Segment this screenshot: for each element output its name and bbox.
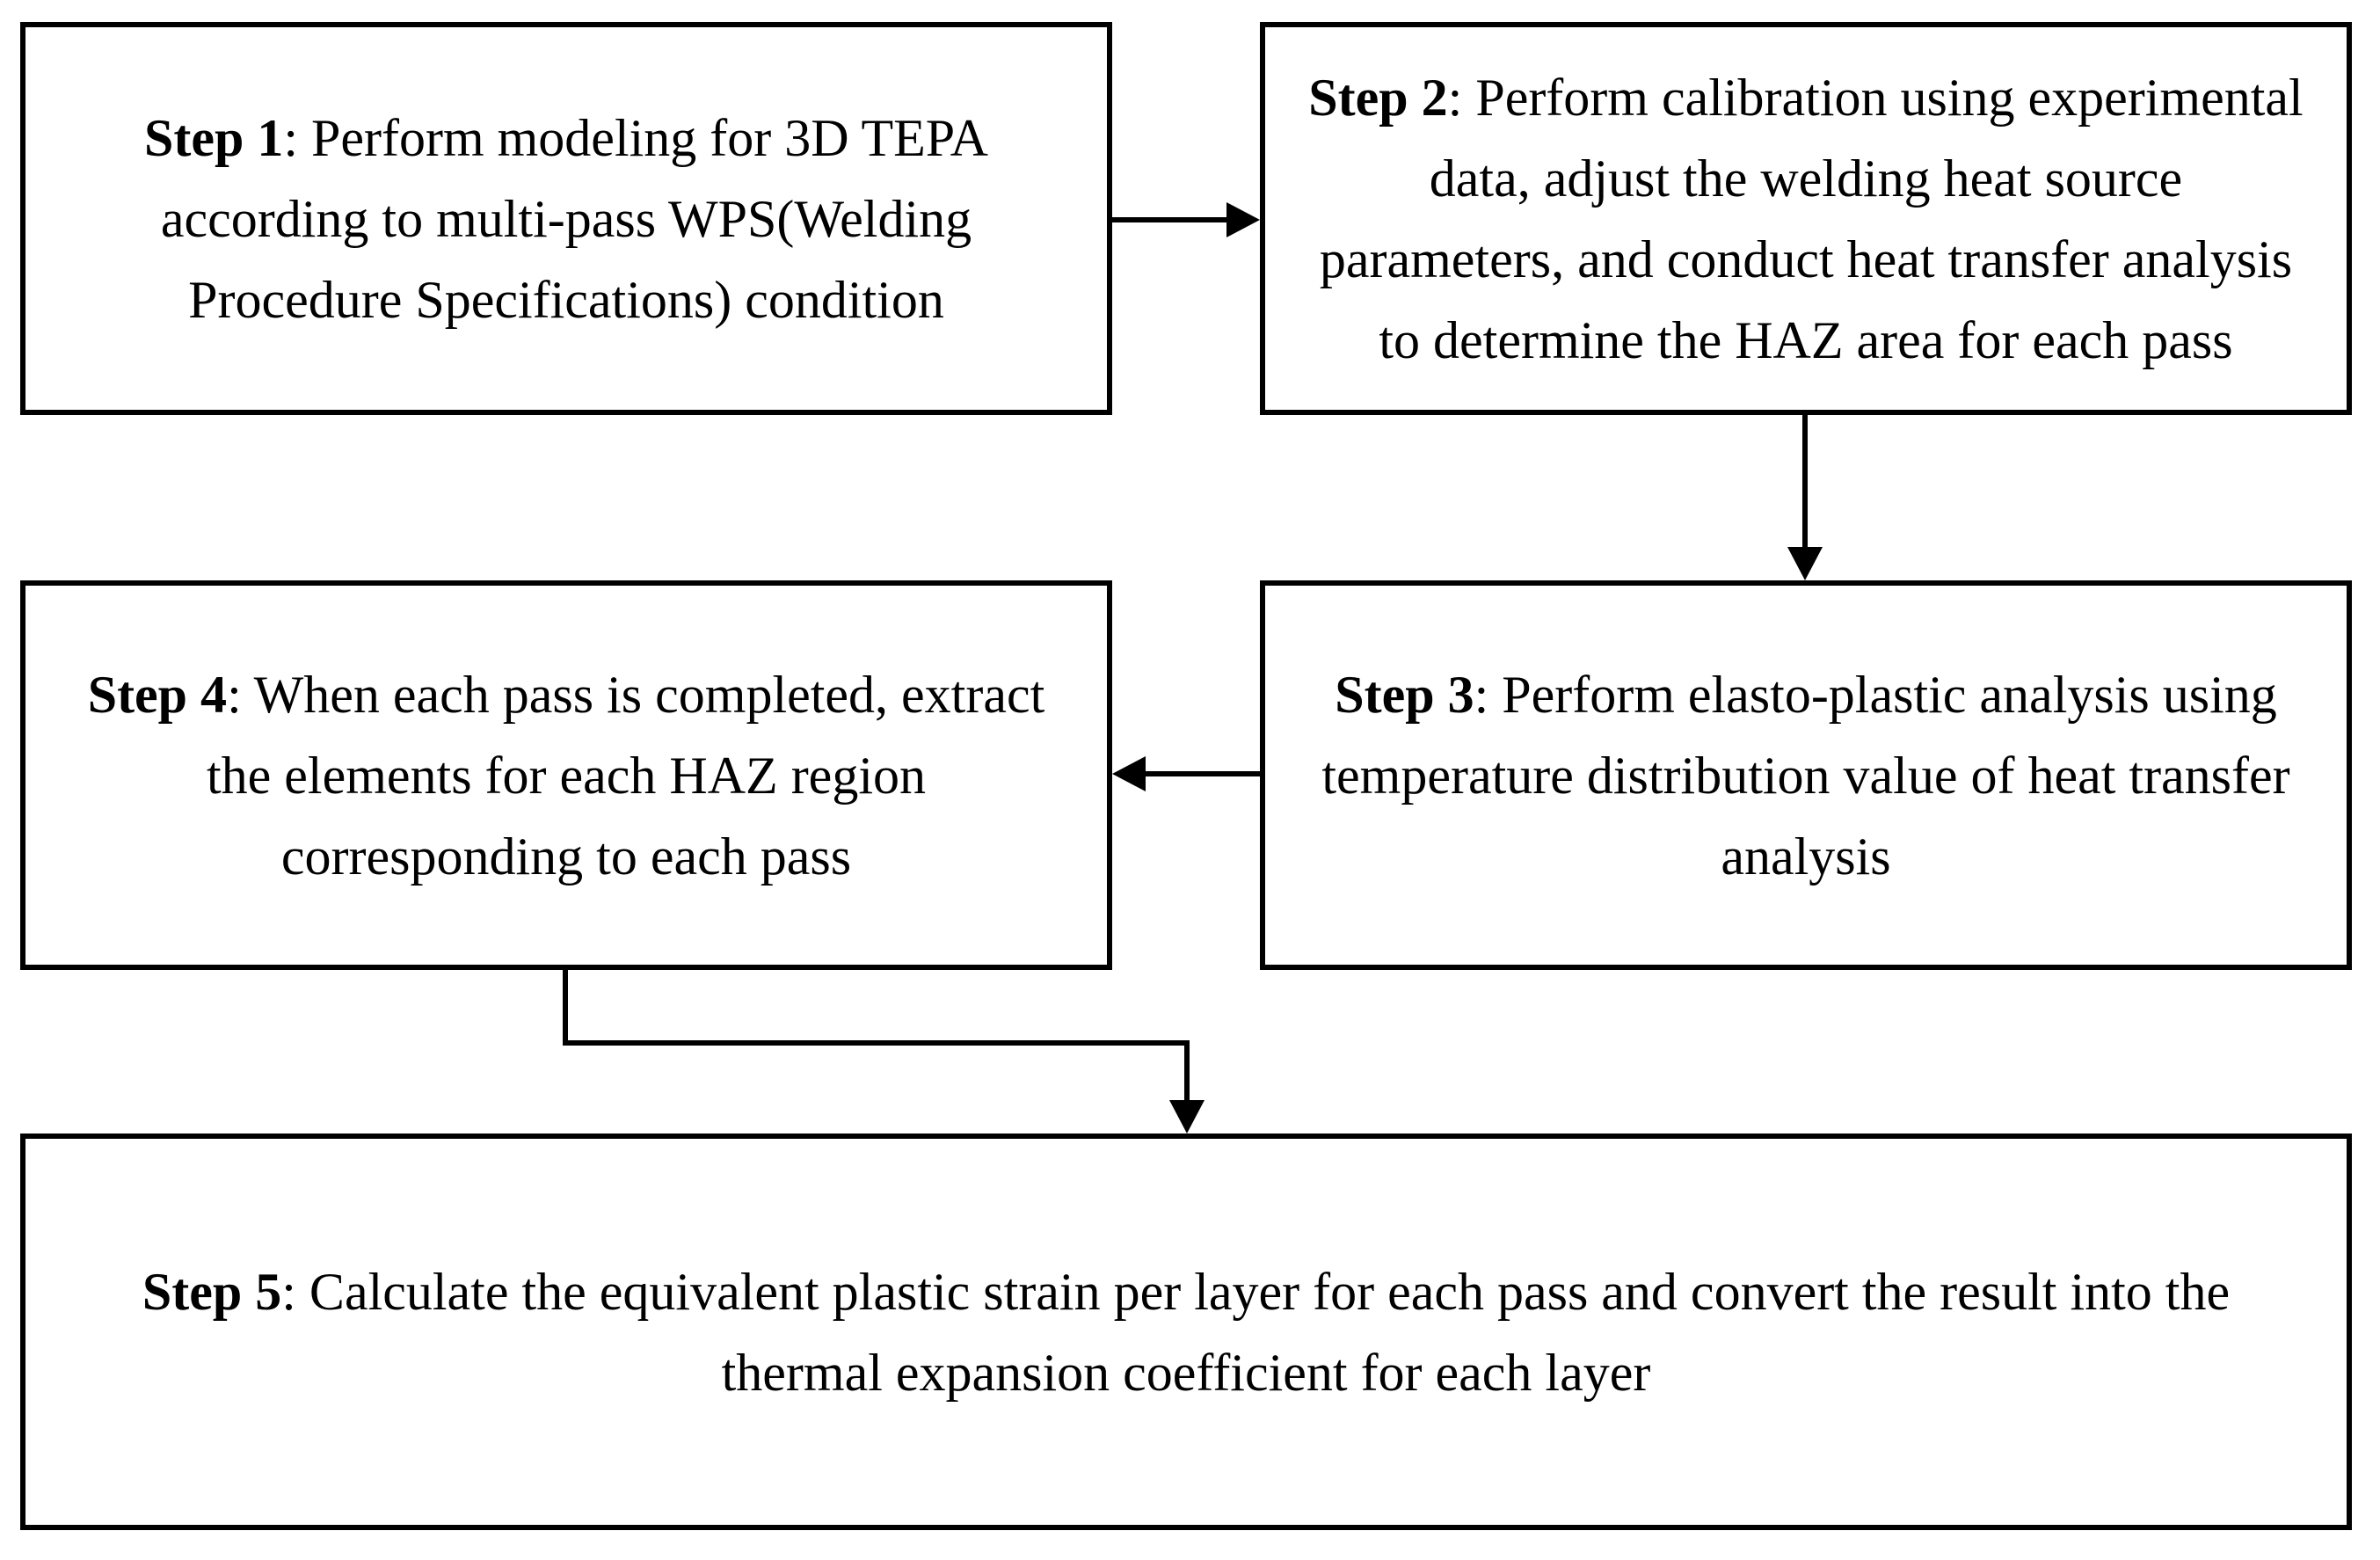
step2-label: Step 2 [1308, 68, 1448, 127]
arrow-line [1112, 217, 1232, 222]
arrow-line [1802, 415, 1808, 550]
arrowhead-down-icon [1787, 547, 1823, 580]
step4-text: Step 4: When each pass is completed, ext… [76, 654, 1058, 897]
step1-description: : Perform modeling for 3D TEPA according… [160, 108, 988, 329]
step1-text: Step 1: Perform modeling for 3D TEPA acc… [132, 98, 1001, 340]
arrow-line [1144, 771, 1260, 776]
connector-segment-vertical [563, 970, 568, 1046]
step5-box: Step 5: Calculate the equivalent plastic… [20, 1134, 2352, 1530]
step1-label: Step 1 [144, 108, 284, 167]
arrowhead-down-icon [1169, 1100, 1205, 1134]
step4-description: : When each pass is completed, extract t… [206, 665, 1045, 886]
step2-box: Step 2: Perform calibration using experi… [1260, 22, 2352, 415]
step1-box: Step 1: Perform modeling for 3D TEPA acc… [20, 22, 1112, 415]
connector-segment-horizontal [563, 1040, 1190, 1046]
step5-description: : Calculate the equivalent plastic strai… [281, 1262, 2231, 1402]
step4-box: Step 4: When each pass is completed, ext… [20, 580, 1112, 970]
step5-text: Step 5: Calculate the equivalent plastic… [130, 1251, 2242, 1413]
step2-text: Step 2: Perform calibration using experi… [1296, 57, 2315, 381]
arrowhead-right-icon [1226, 202, 1260, 237]
step3-description: : Perform elasto-plastic analysis using … [1321, 665, 2290, 886]
step3-box: Step 3: Perform elasto-plastic analysis … [1260, 580, 2352, 970]
step3-label: Step 3 [1335, 665, 1474, 724]
step3-text: Step 3: Perform elasto-plastic analysis … [1309, 654, 2302, 897]
arrowhead-left-icon [1112, 756, 1146, 791]
step4-label: Step 4 [87, 665, 228, 724]
step5-label: Step 5 [142, 1262, 282, 1321]
connector-segment-vertical [1184, 1040, 1190, 1102]
step2-description: : Perform calibration using experimental… [1319, 68, 2304, 369]
